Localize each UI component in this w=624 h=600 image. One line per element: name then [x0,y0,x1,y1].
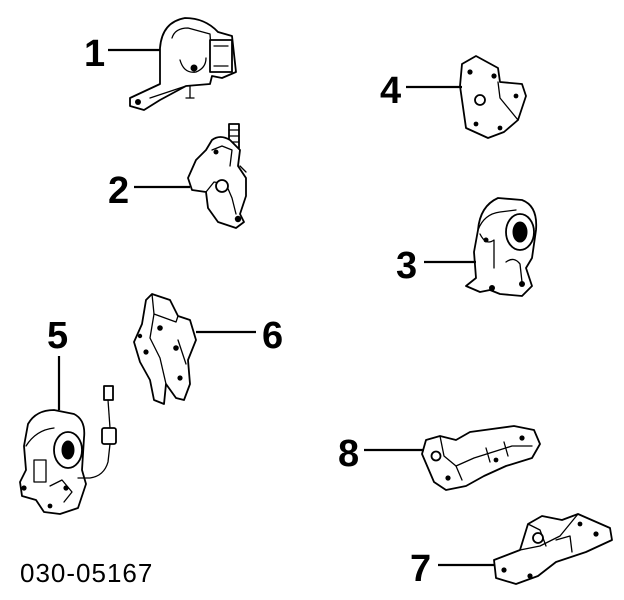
callout-8: 8 [338,433,359,475]
callout-7: 7 [410,548,431,590]
part-4-bracket-plate [459,55,527,139]
callout-5: 5 [47,315,68,357]
part-6-angled-bracket [133,293,197,405]
part-7-flat-bracket [493,513,613,585]
part-5-mount-with-sensor [19,385,117,515]
part-3-mount-insulator [465,197,538,297]
part-2-mount-bracket [187,123,247,229]
diagram-part-number: 030-05167 [20,558,153,588]
callout-3: 3 [396,245,417,287]
part-1-engine-mount [129,17,237,111]
callout-4: 4 [380,70,401,112]
callout-1: 1 [84,33,105,75]
callout-2: 2 [108,170,129,212]
part-8-elongated-bracket [421,425,541,491]
callout-6: 6 [262,315,283,357]
